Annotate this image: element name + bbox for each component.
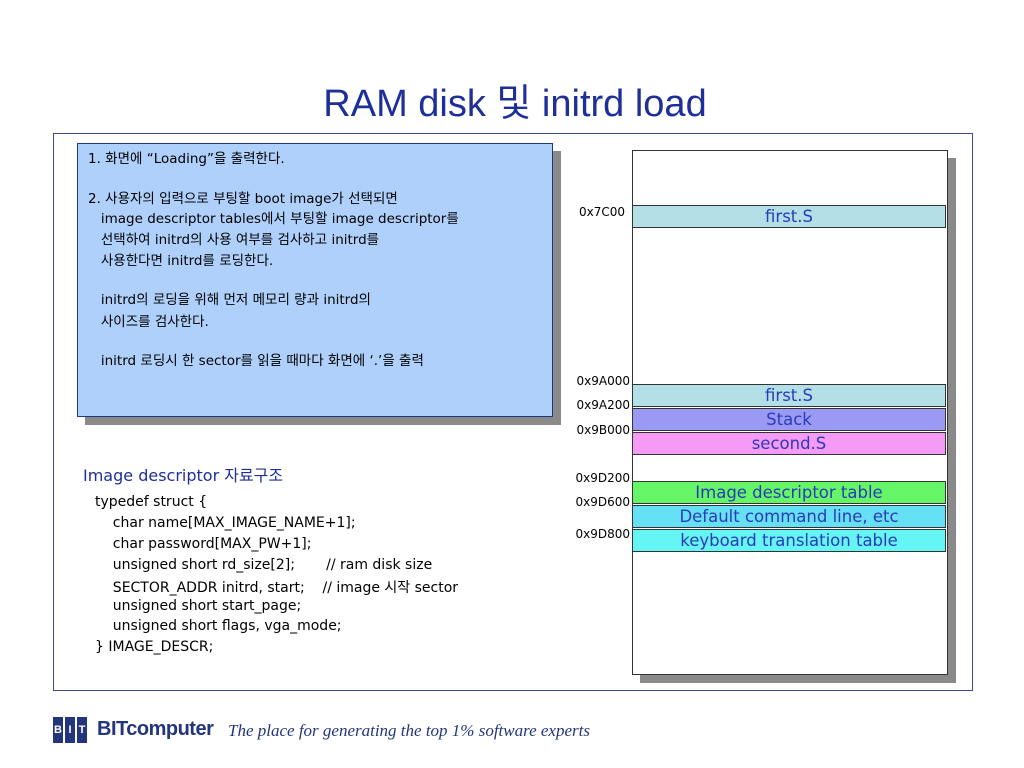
logo-letter-b: B [53,717,63,743]
note-line: initrd의 로딩을 위해 먼저 메모리 량과 initrd의 [88,292,371,308]
region-keyboard-translation-table: keyboard translation table [632,529,946,552]
address-label: 0x9D800 [575,527,630,541]
code-line: SECTOR_ADDR initrd, start; // image 시작 s… [95,580,459,596]
code-line: typedef struct { [95,494,208,510]
code-line: char password[MAX_PW+1]; [95,536,312,552]
code-line: unsigned short rd_size[2]; // ram disk s… [95,557,433,573]
note-line: 사용한다면 initrd를 로딩한다. [88,253,274,269]
note-line: initrd 로딩시 한 sector를 읽을 때마다 화면에 ‘.’을 출력 [88,353,424,369]
tagline: The place for generating the top 1% soft… [228,721,590,740]
code-line: } IMAGE_DESCR; [95,639,214,655]
address-label: 0x9A000 [576,374,630,388]
note-line: 1. 화면에 “Loading”을 출력한다. [88,151,285,167]
code-line: unsigned short start_page; [95,598,302,614]
address-label: 0x7C00 [578,205,625,219]
region-second-s: second.S [632,432,946,455]
note-line: 선택하여 initrd의 사용 여부를 검사하고 initrd를 [88,232,380,248]
description-note: 1. 화면에 “Loading”을 출력한다. 2. 사용자의 입력으로 부팅할… [77,143,553,417]
brand-logo: BITcomputer [97,718,214,740]
address-label: 0x9D600 [575,495,630,509]
slide-title: RAM disk 및 initrd load [323,83,707,125]
logo-letter-i: I [65,717,75,743]
struct-heading: Image descriptor 자료구조 [83,466,284,485]
region-stack: Stack [632,408,946,431]
note-line: image descriptor tables에서 부팅할 image desc… [88,211,459,227]
region-first-s-boot: first.S [632,205,946,228]
logo-letter-t: T [77,717,87,743]
code-line: char name[MAX_IMAGE_NAME+1]; [95,515,356,531]
address-label: 0x9D200 [575,471,630,485]
code-line: unsigned short flags, vga_mode; [95,618,342,634]
note-line: 사이즈를 검사한다. [88,314,209,330]
region-first-s: first.S [632,384,946,407]
region-image-descriptor-table: Image descriptor table [632,481,946,504]
address-label: 0x9B000 [576,423,630,437]
region-default-command-line: Default command line, etc [632,505,946,528]
note-line: 2. 사용자의 입력으로 부팅할 boot image가 선택되면 [88,191,398,207]
address-label: 0x9A200 [576,398,630,412]
